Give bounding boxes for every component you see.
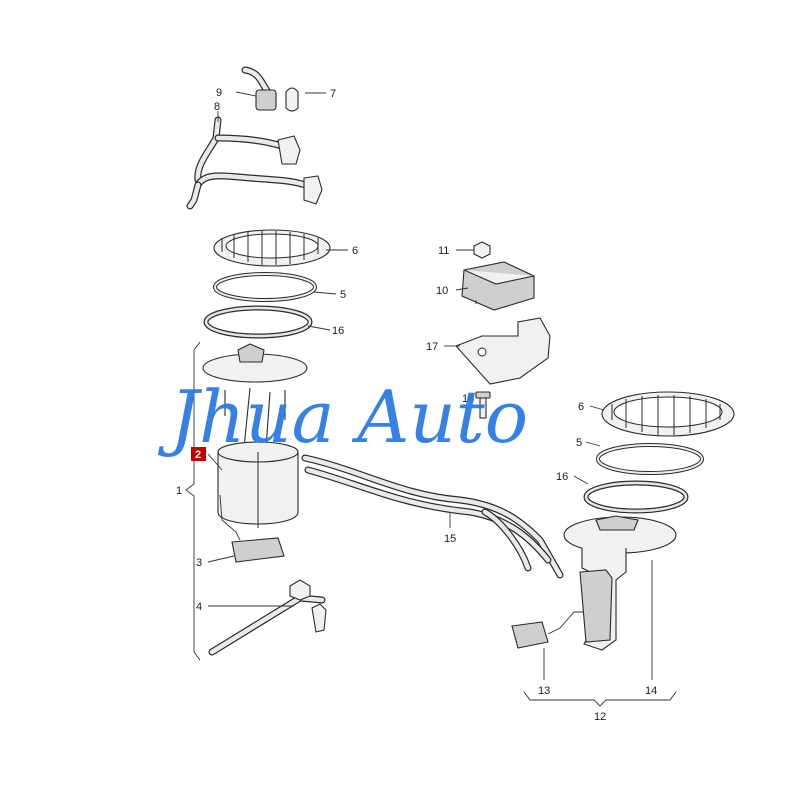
sender-unit-12 — [511, 515, 677, 651]
callout-11: 11 — [438, 245, 449, 257]
float-13 — [511, 621, 549, 649]
watermark: Jhua Auto — [157, 375, 528, 459]
callout-13: 13 — [538, 685, 550, 697]
callout-10: 10 — [436, 285, 448, 297]
callout-5-left: 5 — [340, 289, 346, 301]
callout-2-highlight — [191, 447, 206, 461]
fuel-delivery-unit — [202, 343, 308, 563]
callout-6-left: 6 — [352, 245, 358, 257]
fuel-gauge-sender-3 — [231, 537, 285, 563]
callout-15: 15 — [444, 533, 456, 545]
callout-14: 14 — [645, 685, 657, 697]
nut-11 — [473, 241, 491, 259]
hose-assembly-8 — [186, 66, 323, 210]
leader-lines — [185, 91, 677, 707]
callout-9: 9 — [216, 87, 222, 99]
callout-6-right: 6 — [578, 401, 584, 413]
callout-5-right: 5 — [576, 437, 582, 449]
hose-harness-15 — [301, 454, 564, 579]
callout-4: 4 — [196, 601, 202, 613]
callout-7: 7 — [330, 88, 336, 100]
callout-3: 3 — [196, 557, 202, 569]
callout-1: 1 — [176, 485, 182, 497]
connector-7 — [285, 87, 299, 112]
fuel-line-4 — [208, 579, 327, 656]
connector-9 — [255, 89, 277, 111]
locking-ring-right — [601, 391, 735, 437]
callout-16-right: 16 — [556, 471, 568, 483]
locking-ring-left — [213, 229, 331, 267]
callout-16-left: 16 — [332, 325, 344, 337]
callout-12: 12 — [594, 711, 606, 723]
bracket-17 — [455, 317, 551, 385]
bolt-18 — [475, 391, 491, 419]
callout-labels: 9 7 8 6 5 16 2 1 3 4 15 11 10 17 18 6 5 … — [176, 87, 657, 723]
callout-17: 17 — [426, 341, 438, 353]
callout-18: 18 — [462, 393, 474, 405]
callout-8: 8 — [214, 101, 220, 113]
bracket-10 — [461, 261, 535, 311]
callout-2: 2 — [195, 449, 201, 461]
